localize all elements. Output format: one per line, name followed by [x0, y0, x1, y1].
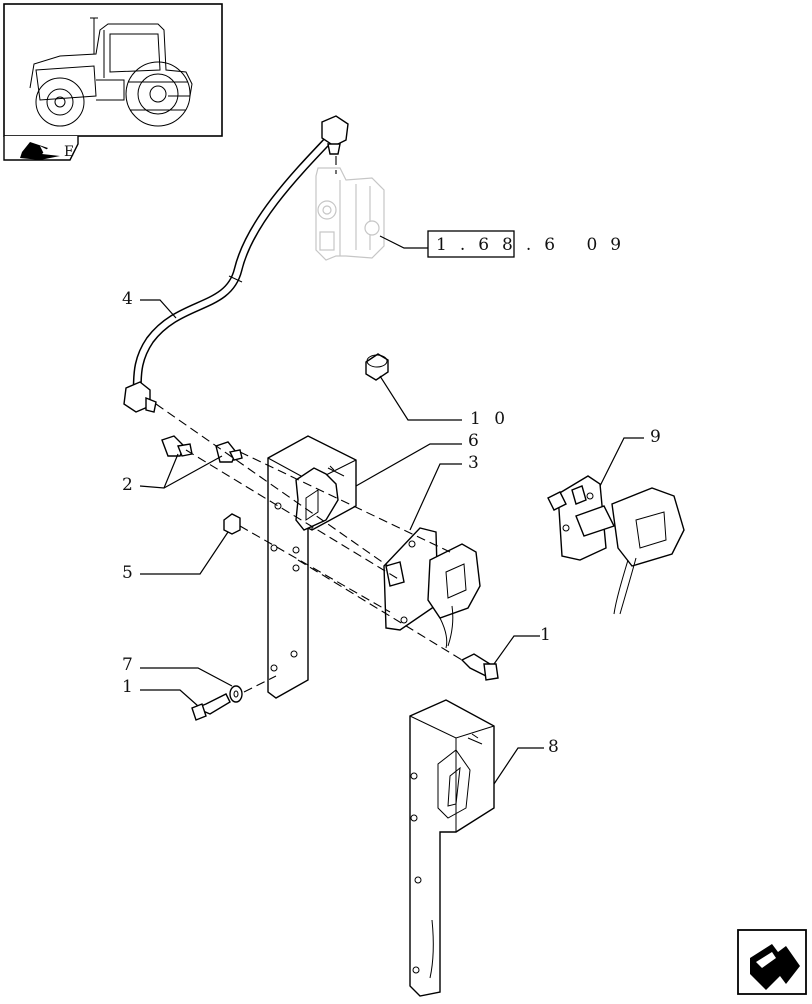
tractor-thumbnail[interactable]: E	[3, 3, 223, 161]
part-bracket-6[interactable]	[267, 435, 357, 699]
part-coupler-3[interactable]	[383, 527, 481, 649]
callout-10[interactable]: 1 0	[470, 409, 509, 429]
callout-4[interactable]: 4	[122, 289, 133, 309]
reference-valve-ghost	[315, 167, 385, 261]
reference-code: 1.68.6 09	[436, 235, 634, 255]
part-bracket-8[interactable]	[409, 699, 495, 997]
reference-leader	[379, 235, 428, 249]
callout-7[interactable]: 7	[122, 655, 133, 675]
alignment-lines	[155, 156, 463, 693]
callout-3[interactable]: 3	[468, 453, 479, 473]
callout-1-left[interactable]: 1	[122, 677, 133, 697]
part-nut-5[interactable]	[223, 513, 241, 535]
next-page-arrow-icon[interactable]	[737, 929, 807, 995]
callout-5[interactable]: 5	[122, 563, 133, 583]
callout-9[interactable]: 9	[650, 427, 661, 447]
part-washer-7[interactable]	[229, 685, 243, 703]
part-hose[interactable]	[123, 115, 349, 413]
callout-labels: 4 1 0 6 3 9 2 5 1 7 1 8	[122, 289, 661, 757]
callout-2[interactable]: 2	[122, 475, 133, 495]
part-coupler-9[interactable]	[547, 475, 685, 615]
part-bolt-1-right[interactable]	[460, 653, 499, 681]
callout-leaders	[139, 299, 644, 785]
part-bolt-1-left[interactable]	[191, 693, 231, 721]
callout-1-right[interactable]: 1	[540, 625, 551, 645]
part-fittings-2[interactable]	[161, 435, 243, 463]
thumbnail-tag: E	[64, 144, 74, 160]
callout-8[interactable]: 8	[548, 737, 559, 757]
part-plug-10[interactable]	[365, 353, 389, 381]
callout-6[interactable]: 6	[468, 431, 479, 451]
reference-code-box[interactable]: 1.68.6 09	[427, 230, 634, 258]
